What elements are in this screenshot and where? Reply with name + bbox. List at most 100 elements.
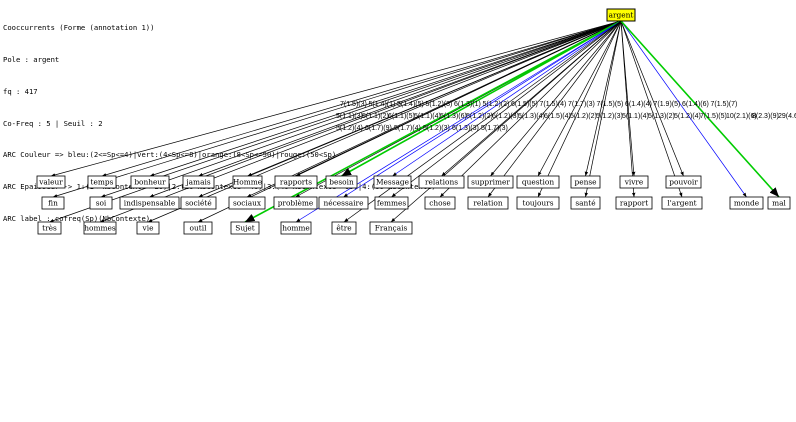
node-label: supprimer [471, 178, 510, 187]
edge-label: 5(1.7)(4) [394, 125, 421, 132]
node-chose[interactable]: chose [424, 196, 456, 210]
node-box [87, 175, 117, 189]
node-temps[interactable]: temps [87, 175, 117, 189]
node-besoin[interactable]: besoin [325, 175, 358, 189]
node-label: problème [278, 199, 314, 208]
edge-temps [101, 20, 622, 177]
node-necessaire[interactable]: nécessaire [318, 196, 369, 210]
node-box [183, 221, 213, 235]
node-rapports[interactable]: rapports [274, 175, 318, 189]
node-box [516, 196, 560, 210]
edge-outil [197, 20, 622, 223]
node-pouvoir[interactable]: pouvoir [665, 175, 702, 189]
edge-label: 5(1.2)(3) [426, 101, 453, 108]
node-largent[interactable]: l'argent [661, 196, 703, 210]
edge-label: 10(2.1)(6) [726, 113, 757, 120]
node-relations[interactable]: relations [418, 175, 465, 189]
node-monde[interactable]: monde [729, 196, 764, 210]
node-relation[interactable]: relation [467, 196, 509, 210]
node-femmes[interactable]: femmes [374, 196, 409, 210]
node-sociaux[interactable]: sociaux [228, 196, 266, 210]
node-sante[interactable]: santé [570, 196, 601, 210]
nodes-layer: valeur temps bonheur jamais Homme rapports bes… [36, 175, 791, 235]
edge-label: 5(1.2)(2) [570, 113, 597, 120]
node-label: très [42, 224, 57, 233]
edge-label: 6(1.1)(5) [388, 113, 415, 120]
edge-label: 7(1.5)(5) [597, 101, 624, 108]
edges-layer [49, 20, 780, 223]
edge-sante [584, 20, 622, 198]
node-box [41, 196, 65, 210]
node-box [374, 196, 409, 210]
edge-bonheur [149, 20, 622, 177]
node-question[interactable]: question [516, 175, 560, 189]
edge-label: 5(1.1)(4) [622, 113, 649, 120]
node-box [661, 196, 703, 210]
node-box [418, 175, 465, 189]
node-label: indispensable [124, 199, 176, 208]
node-box [331, 221, 357, 235]
node-outil[interactable]: outil [183, 221, 213, 235]
node-label: relations [425, 178, 458, 187]
node-toujours[interactable]: toujours [516, 196, 560, 210]
node-fin[interactable]: fin [41, 196, 65, 210]
edge-label: 6(1.2)(3) [492, 113, 519, 120]
node-rapport[interactable]: rapport [615, 196, 653, 210]
pole-node[interactable]: argent [606, 8, 636, 22]
node-box [615, 196, 653, 210]
edge-label: 5(1.4)(5) [397, 101, 424, 108]
node-box [182, 175, 215, 189]
node-label: Message [376, 178, 409, 187]
node-supprimer[interactable]: supprimer [467, 175, 514, 189]
edge-label: 7(1.5)(4) [540, 101, 567, 108]
node-box [516, 175, 560, 189]
edge-mal [620, 20, 780, 198]
node-label: relation [473, 199, 502, 208]
node-probleme[interactable]: problème [273, 196, 318, 210]
node-box [570, 175, 601, 189]
node-label: chose [429, 199, 451, 208]
edge-message [392, 20, 622, 177]
node-homme[interactable]: homme [280, 221, 312, 235]
edge-etre [343, 20, 622, 223]
edge-supprimer [490, 20, 622, 177]
node-societe[interactable]: société [180, 196, 217, 210]
node-label: monde [734, 199, 759, 208]
node-label: question [522, 178, 554, 187]
node-valeur[interactable]: valeur [36, 175, 66, 189]
header-arc-label: ARC label : cofreq(Sp)(NbContexte) [3, 213, 151, 223]
node-box [467, 196, 509, 210]
node-label: soi [96, 199, 107, 208]
edge-label: 5(1.3)(6) [440, 113, 467, 120]
edge-label: 5(1.4)(1) [369, 101, 396, 108]
edge-label: 5(1.1)(3) [336, 113, 363, 120]
edge-label: 5(1.1)(4) [414, 113, 441, 120]
node-vie[interactable]: vie [136, 221, 160, 235]
node-homme_cap[interactable]: Homme [232, 175, 263, 189]
node-soi[interactable]: soi [89, 196, 113, 210]
node-box [37, 221, 62, 235]
node-box [665, 175, 702, 189]
node-hommes[interactable]: hommes [83, 221, 117, 235]
edge-valeur [50, 20, 622, 177]
edge-label: 5(1.2)(3) [596, 113, 623, 120]
node-vivre[interactable]: vivre [619, 175, 649, 189]
node-indispensable[interactable]: indispensable [119, 196, 180, 210]
node-etre[interactable]: être [331, 221, 357, 235]
edge-homme [295, 20, 622, 223]
edge-necessaire [343, 20, 622, 198]
node-tres[interactable]: très [37, 221, 62, 235]
node-box [89, 196, 113, 210]
edge-label: 5(1.2)(3) [423, 125, 450, 132]
node-box [119, 196, 180, 210]
node-bonheur[interactable]: bonheur [130, 175, 170, 189]
edge-label: 5(1.2)(4) [674, 113, 701, 120]
node-message[interactable]: Message [373, 175, 412, 189]
node-label: pense [574, 178, 596, 187]
node-pense[interactable]: pense [570, 175, 601, 189]
node-sujet[interactable]: Sujet [230, 221, 260, 235]
node-francais[interactable]: Français [369, 221, 413, 235]
node-mal[interactable]: mal [767, 196, 791, 210]
node-jamais[interactable]: jamais [182, 175, 215, 189]
node-label: vie [142, 224, 154, 233]
